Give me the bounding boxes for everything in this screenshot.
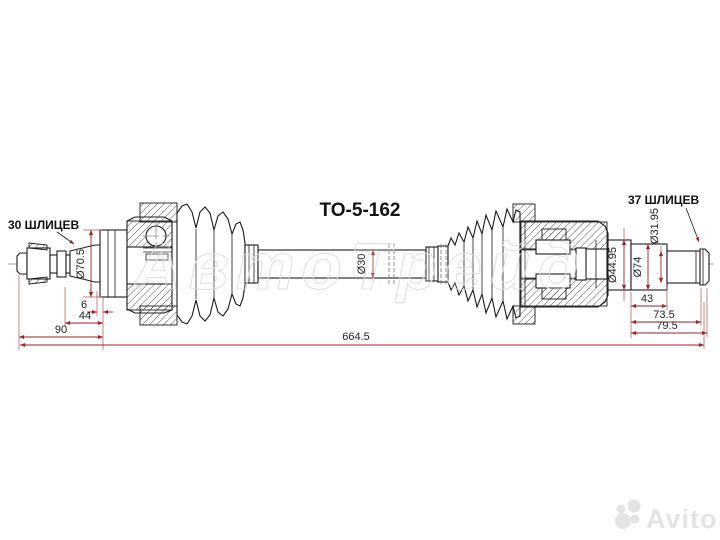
shaft-end-ring (699, 248, 710, 286)
dim-43: 43 (641, 293, 653, 305)
spline-label-left-group: 30 ШЛИЦЕВ (8, 218, 80, 245)
dim-79-5: 79.5 (656, 320, 677, 332)
right-stub-shaft (607, 239, 710, 291)
dim-total-length: 664.5 (342, 331, 370, 343)
dimension-group-left: Ø70.5 6 44 90 Ø30 (18, 229, 376, 350)
avito-logo-text: Avito (646, 504, 718, 534)
dim-90: 90 (55, 324, 67, 336)
avito-watermark: Avito (615, 499, 718, 534)
seller-watermark: АвтоТрейд (131, 229, 587, 303)
avito-logo-icon (615, 499, 641, 529)
inner-boot-clamp-bottom (512, 305, 536, 325)
inner-cv-joint-housing (519, 220, 609, 308)
spline-label-right: 37 ШЛИЦЕВ (628, 193, 700, 207)
thread-hatch-bottom (28, 276, 48, 285)
dim-shaft-diameter: Ø30 (356, 254, 368, 275)
axle-shaft (257, 244, 427, 284)
dimension-overall-length: 664.5 (20, 331, 704, 348)
outer-cv-joint (99, 202, 178, 326)
dim-73-5: 73.5 (653, 309, 674, 321)
inner-boot (425, 203, 536, 325)
spline-label-left: 30 ШЛИЦЕВ (8, 218, 80, 232)
dim-44: 44 (79, 310, 91, 322)
boot-clamp-large-top (139, 202, 178, 223)
part-number: TO-5-162 (320, 200, 401, 221)
spline-label-right-group: 37 ШЛИЦЕВ (628, 193, 700, 243)
outer-boot (176, 203, 259, 325)
thread-hatch-top (28, 242, 48, 251)
dim-journal-diameter: Ø44.95 (607, 247, 619, 283)
spline-section (666, 250, 701, 284)
leader-line-right (685, 207, 700, 243)
leader-line-left (56, 231, 75, 245)
dim-flange-diameter: Ø74 (632, 257, 644, 278)
dim-outer-joint-diameter: Ø70.5 (75, 249, 87, 279)
dim-spline-diameter: Ø31.95 (649, 208, 661, 244)
boot-clamp-large-bottom (139, 305, 178, 326)
left-stub-shaft (16, 242, 101, 285)
inner-boot-clamp-top (512, 203, 536, 223)
dim-6: 6 (81, 299, 87, 311)
dimension-group-right: Ø44.95 Ø74 Ø31.95 43 73.5 79.5 (607, 208, 708, 349)
